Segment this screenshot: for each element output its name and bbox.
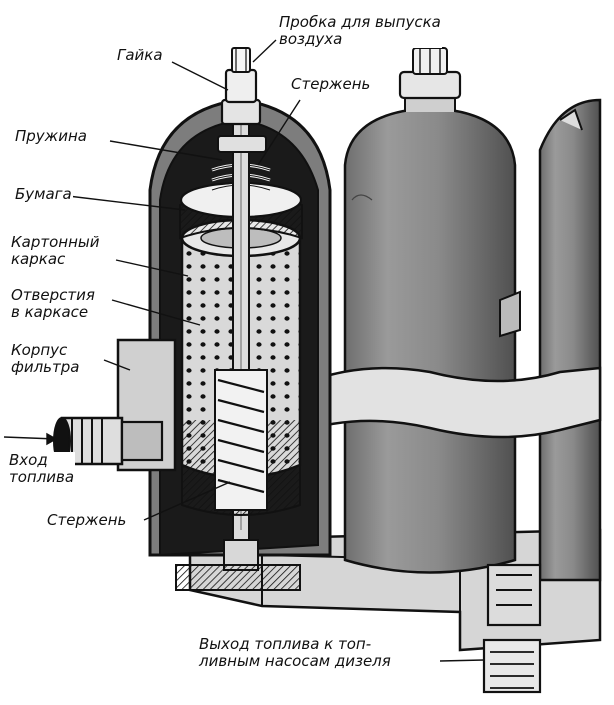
leader-lines: [3, 39, 485, 662]
label-rod-bottom: Стержень: [46, 511, 128, 529]
air-plug-icon: [231, 47, 251, 73]
filter-cylinder-middle: [343, 47, 517, 574]
label-fuel-inlet: Вход топлива: [8, 451, 76, 486]
filter-cylinder-right: [538, 98, 602, 582]
label-cardboard-frame: Картонный каркас: [10, 233, 101, 268]
fuel-outlet-pipe: [482, 563, 542, 694]
top-fittings: [217, 47, 267, 153]
lower-chamber: [181, 369, 301, 516]
mounting-band: [298, 290, 602, 439]
label-air-plug: Пробка для выпуска воздуха: [278, 13, 442, 48]
label-spring: Пружина: [14, 127, 88, 145]
bottom-fitting: [175, 539, 301, 591]
label-paper: Бумага: [14, 185, 73, 203]
label-frame-holes: Отверстия в каркасе: [10, 286, 96, 321]
middle-nut-icon: [398, 70, 462, 100]
label-fuel-outlet: Выход топлива к топ- ливным насосам дизе…: [198, 635, 392, 670]
label-filter-housing: Корпус фильтра: [10, 341, 81, 376]
nut-icon: [220, 98, 262, 126]
label-nut: Гайка: [116, 46, 164, 64]
label-rod-top: Стержень: [290, 75, 372, 93]
